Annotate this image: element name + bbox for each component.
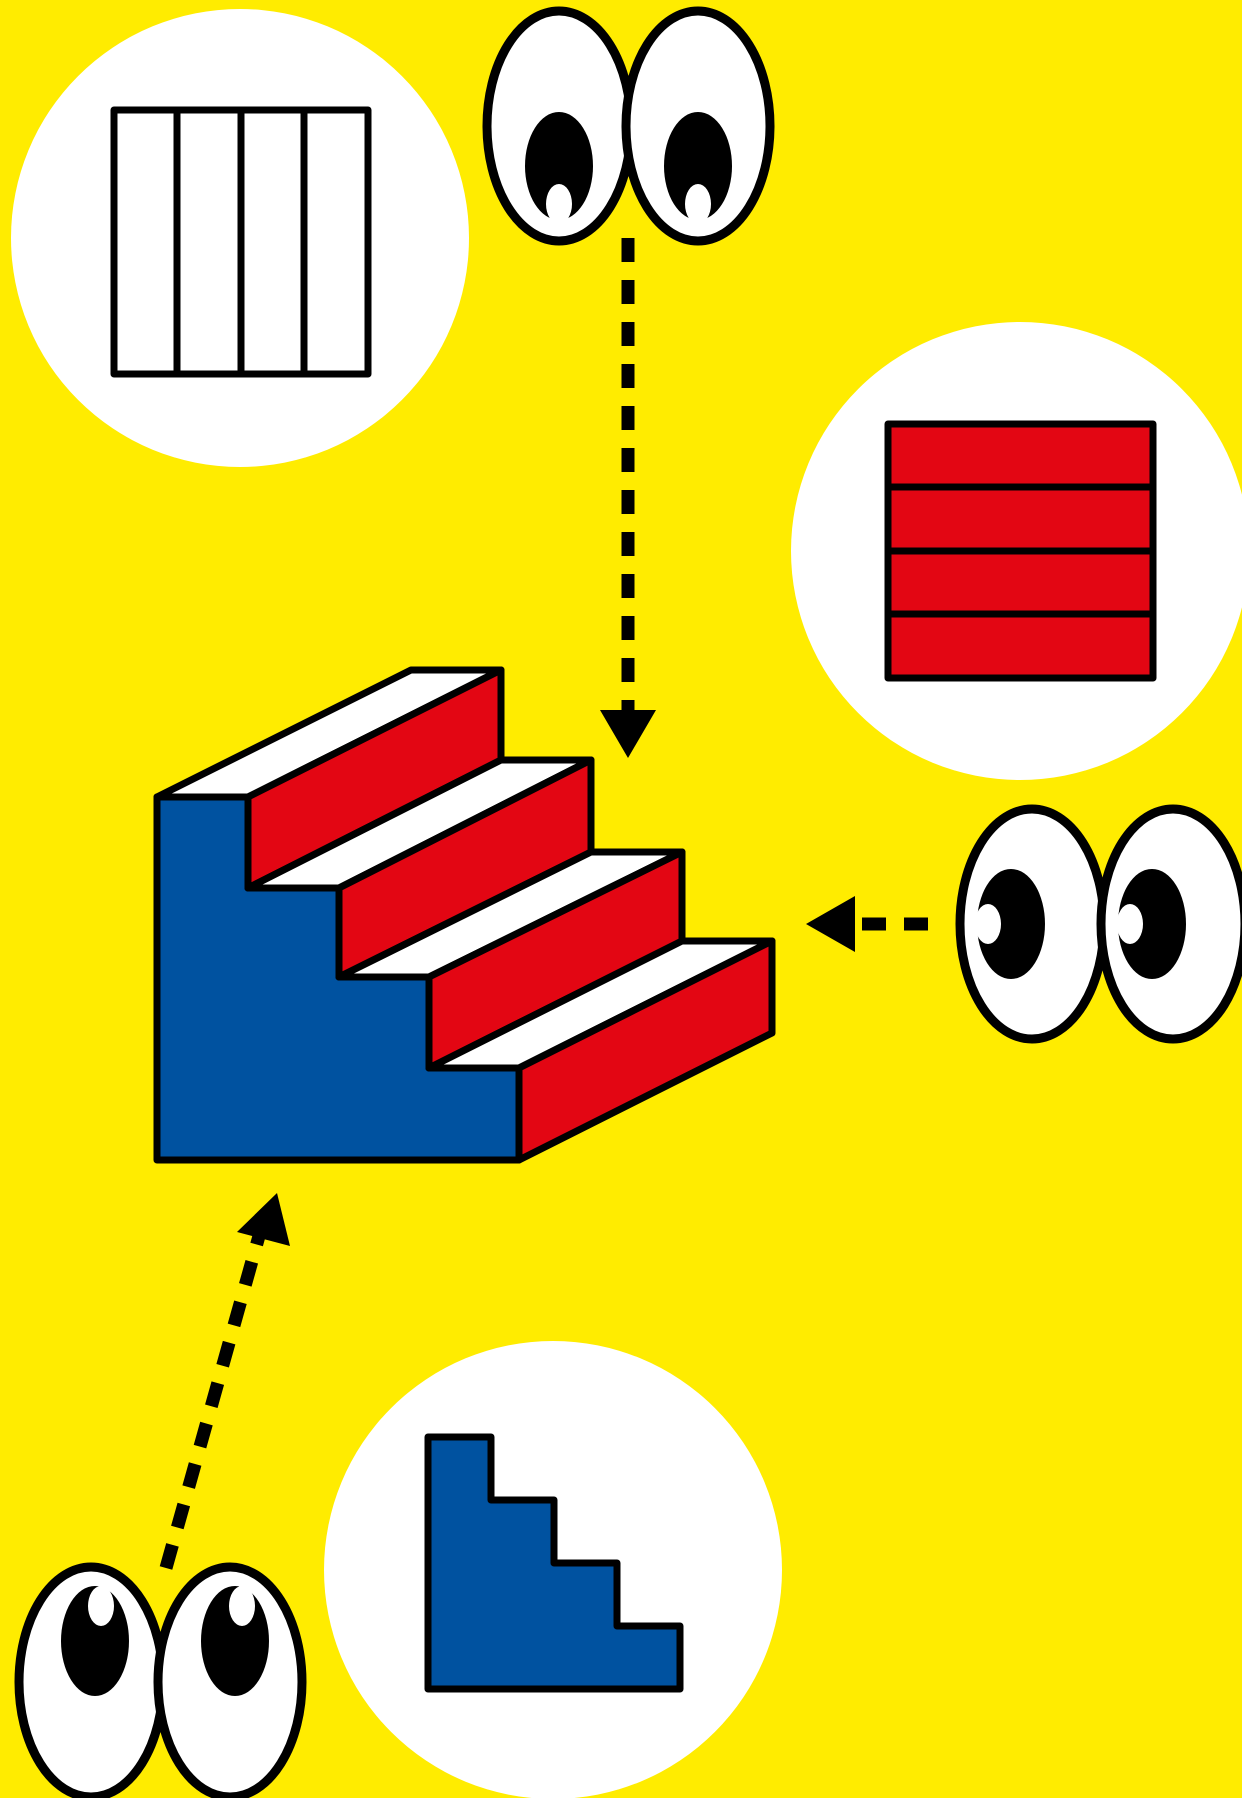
arrow-from-right-head	[806, 896, 855, 952]
top-view-bubble	[11, 9, 469, 467]
front-view-bubble	[324, 1341, 782, 1798]
pupil-right	[664, 112, 732, 220]
side-view-bubble	[791, 322, 1242, 780]
eye-glint-right	[229, 1586, 255, 1626]
eye-glint-left	[975, 904, 1001, 944]
staircase-riser	[515, 937, 776, 1164]
eye-glint-left	[546, 184, 572, 224]
pupil-left	[525, 112, 593, 220]
pupil-right	[1118, 869, 1186, 979]
top-view-strips	[110, 106, 372, 378]
eyes-right-icon	[955, 804, 1242, 1044]
eye-glint-right	[1117, 904, 1143, 944]
arrow-from-top-icon	[600, 238, 656, 758]
side-view-strips	[884, 420, 1157, 682]
arrow-from-bottom-head	[237, 1193, 290, 1246]
eye-glint-left	[88, 1586, 114, 1626]
eyes-bottom-icon	[14, 1562, 307, 1798]
eye-glint-right	[685, 184, 711, 224]
front-view-profile	[424, 1433, 684, 1693]
arrow-from-top-head	[600, 710, 656, 758]
pupil-left	[977, 869, 1045, 979]
eyes-top-icon	[482, 6, 775, 246]
arrow-from-bottom-icon	[159, 1193, 290, 1570]
arrow-from-right-icon	[806, 896, 928, 952]
staircase-icon	[153, 666, 776, 1164]
arrow-from-bottom-line	[159, 1234, 266, 1570]
